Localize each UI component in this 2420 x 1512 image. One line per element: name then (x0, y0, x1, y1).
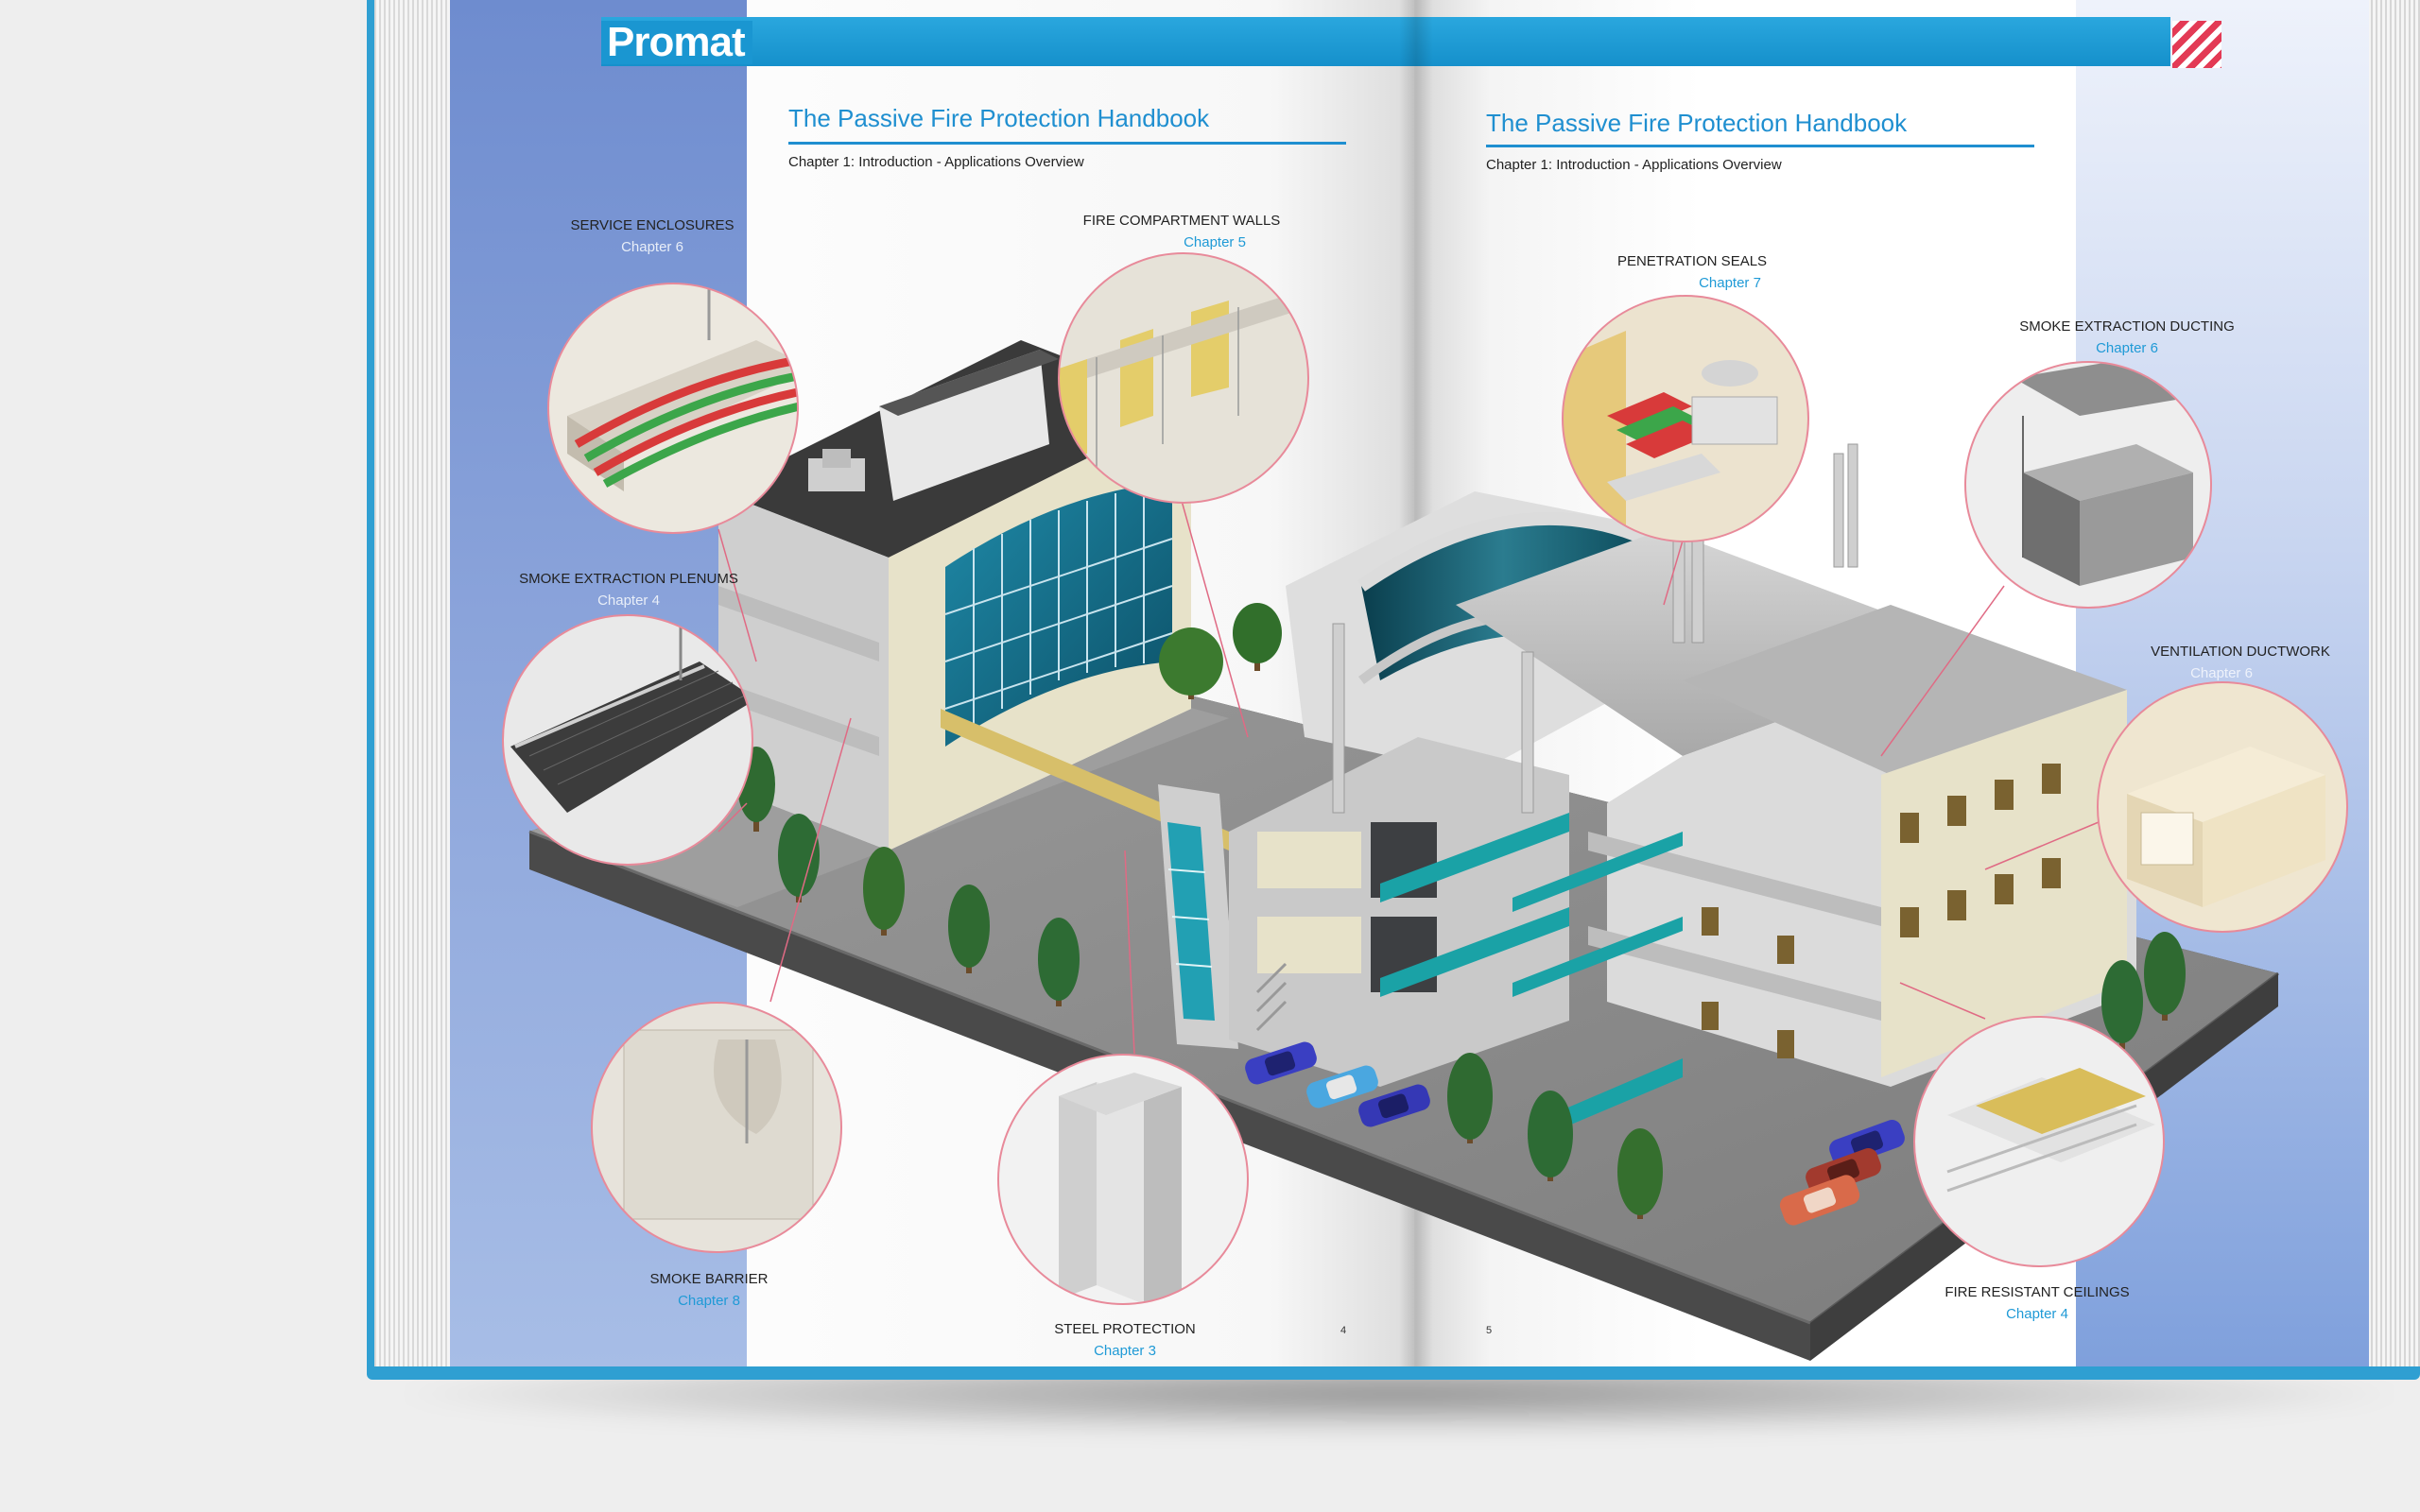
callout-penetration-seals-circle (1562, 295, 1809, 542)
right-page-title: The Passive Fire Protection Handbook (1486, 109, 1908, 137)
right-title-rule (1486, 145, 2034, 147)
callout-penetration-seals: PENETRATION SEALS Chapter 7 (1616, 253, 1768, 291)
callout-smoke-barrier-circle (591, 1002, 842, 1253)
callout-fire-resistant-ceilings-circle (1913, 1016, 2165, 1267)
right-page-subtitle: Chapter 1: Introduction - Applications O… (1486, 157, 1782, 173)
left-page-number: 4 (1340, 1325, 1347, 1336)
right-header-bar (1414, 17, 2170, 66)
stair-tower (1158, 784, 1238, 1049)
left-page-subtitle: Chapter 1: Introduction - Applications O… (788, 154, 1084, 170)
hazard-stripes-icon (2172, 21, 2221, 68)
left-office-building (718, 340, 1229, 850)
page-edges-right (2363, 0, 2420, 1366)
callout-service-enclosures: SERVICE ENCLOSURES Chapter 6 (570, 217, 735, 255)
callout-smoke-extraction-ducting-circle (1964, 361, 2212, 609)
left-title-rule (788, 142, 1346, 145)
page-edges-left (374, 0, 450, 1366)
callout-fire-resistant-ceilings: FIRE RESISTANT CEILINGS Chapter 4 (1945, 1284, 2130, 1322)
callout-smoke-extraction-plenums: SMOKE EXTRACTION PLENUMS Chapter 4 (519, 571, 738, 609)
cars (1245, 1041, 1905, 1226)
callout-smoke-barrier: SMOKE BARRIER Chapter 8 (649, 1271, 769, 1309)
right-page-number: 5 (1486, 1325, 1493, 1336)
left-page-title: The Passive Fire Protection Handbook (788, 104, 1210, 132)
callout-fire-compartment-walls-circle (1058, 252, 1309, 504)
callout-steel-protection-circle (997, 1054, 1249, 1305)
callout-leader-lines (717, 500, 2100, 1055)
callout-fire-compartment-walls: FIRE COMPARTMENT WALLS Chapter 5 (1082, 213, 1281, 250)
callout-smoke-extraction-plenums-circle (502, 614, 753, 866)
promat-logo: Promat (601, 21, 752, 64)
callout-smoke-extraction-ducting: SMOKE EXTRACTION DUCTING Chapter 6 (2019, 318, 2235, 356)
callout-steel-protection: STEEL PROTECTION Chapter 3 (1054, 1321, 1196, 1359)
callout-service-enclosures-circle (547, 283, 799, 534)
callout-ventilation-ductwork-circle (2097, 681, 2348, 933)
callout-ventilation-ductwork: VENTILATION DUCTWORK Chapter 6 (2151, 644, 2330, 681)
